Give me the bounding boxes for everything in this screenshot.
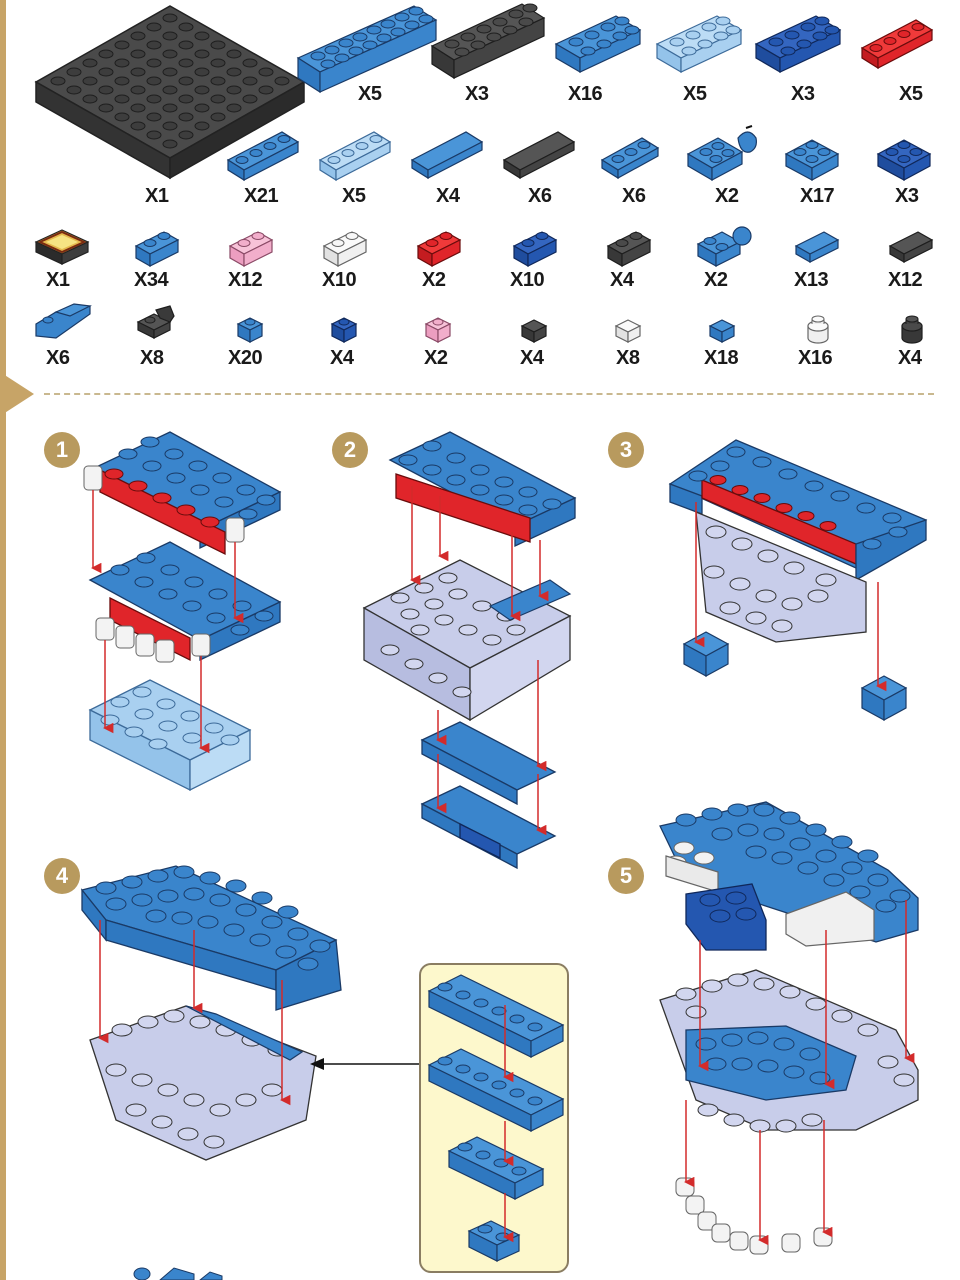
blue-1x1-tile-icon [708,319,736,343]
printed-tile-icon [34,229,90,265]
subassembly-callout-panel [419,963,569,1273]
blue-2x2-clip-brick-icon [686,125,757,182]
qty-label: X6 [46,347,70,369]
step-number-badge: 4 [44,858,80,894]
pink-1x2-brick-icon [228,231,274,268]
qty-label: X20 [228,347,263,369]
qty-label: X2 [704,269,728,291]
qty-label: X34 [134,269,169,291]
qty-label: X3 [791,83,815,105]
subassembly-pointer-arrow [310,1058,420,1070]
qty-label: X5 [683,83,707,105]
qty-label: X16 [568,83,603,105]
blue-1x4-tile-icon [410,131,484,180]
qty-label: X3 [895,185,919,207]
step-number-badge: 2 [332,432,368,468]
qty-label: X8 [616,347,640,369]
qty-label: X8 [140,347,164,369]
black-1x1-tile-icon [520,319,548,343]
qty-label: X3 [465,83,489,105]
qty-label: X21 [244,185,279,207]
step-1-illustration [83,431,282,792]
qty-label: X12 [888,269,923,291]
black-1x4-tile-icon [502,131,576,180]
blue-1x2-tile-icon [794,231,840,264]
dark-blue-2x2-brick-icon [876,139,932,182]
blue-1x2-brick-icon [134,231,180,268]
qty-label: X4 [898,347,922,369]
qty-label: X13 [794,269,829,291]
pink-1x1-brick-icon [424,317,452,343]
dark-blue-1x1-brick-icon [330,317,358,343]
qty-label: X17 [800,185,835,207]
page-edge-rule [0,0,6,1280]
qty-label: X10 [322,269,357,291]
blue-2x8-brick-icon [296,5,438,94]
qty-label: X4 [330,347,354,369]
step-4-illustration [80,865,342,1161]
blue-1x3-brick-icon [600,137,660,180]
step-5-illustration [659,801,919,1255]
black-baseplate-icon [34,5,306,180]
qty-label: X4 [436,185,460,207]
black-bracket-icon [136,305,175,339]
step-number-badge: 3 [608,432,644,468]
qty-label: X5 [899,83,923,105]
red-1x4-brick-icon [860,19,934,70]
next-step-preview-bricks [133,1267,223,1280]
qty-label: X6 [622,185,646,207]
qty-label: X18 [704,347,739,369]
qty-label: X4 [520,347,544,369]
qty-label: X2 [424,347,448,369]
blue-slope-brick-icon [35,303,92,339]
step-3-illustration [668,439,928,722]
qty-label: X6 [528,185,552,207]
white-round-brick-icon [807,315,829,344]
light-blue-2x4-brick-icon [655,15,743,74]
qty-label: X12 [228,269,263,291]
qty-label: X16 [798,347,833,369]
black-1x2-brick-icon [606,231,652,268]
section-divider [44,393,934,395]
qty-label: X5 [358,83,382,105]
white-1x1-tile-icon [614,319,642,343]
black-1x2-tile-icon [888,231,934,264]
step-2-illustration [362,431,577,870]
qty-label: X1 [46,269,70,291]
qty-label: X4 [610,269,634,291]
qty-label: X2 [715,185,739,207]
white-1x2-brick-icon [322,231,368,268]
blue-1x4-brick-icon [226,131,300,182]
black-2x6-brick-icon [430,3,546,80]
qty-label: X1 [145,185,169,207]
black-round-brick-icon [901,315,923,344]
blue-2x2-brick-icon [784,139,840,182]
section-marker-arrow [0,372,34,416]
blue-1x1-brick-icon [236,317,264,343]
qty-label: X5 [342,185,366,207]
red-1x2-brick-icon [416,231,462,268]
light-blue-1x4-brick-icon [318,131,392,182]
blue-2x4-brick-icon [554,15,642,74]
qty-label: X10 [510,269,545,291]
step-number-badge: 5 [608,858,644,894]
subassembly-illustration [427,974,565,1262]
blue-ball-brick-icon [696,226,752,268]
dark-blue-1x2-brick-icon [512,231,558,268]
step-number-badge: 1 [44,432,80,468]
qty-label: X2 [422,269,446,291]
dark-blue-2x4-brick-icon [754,15,842,74]
